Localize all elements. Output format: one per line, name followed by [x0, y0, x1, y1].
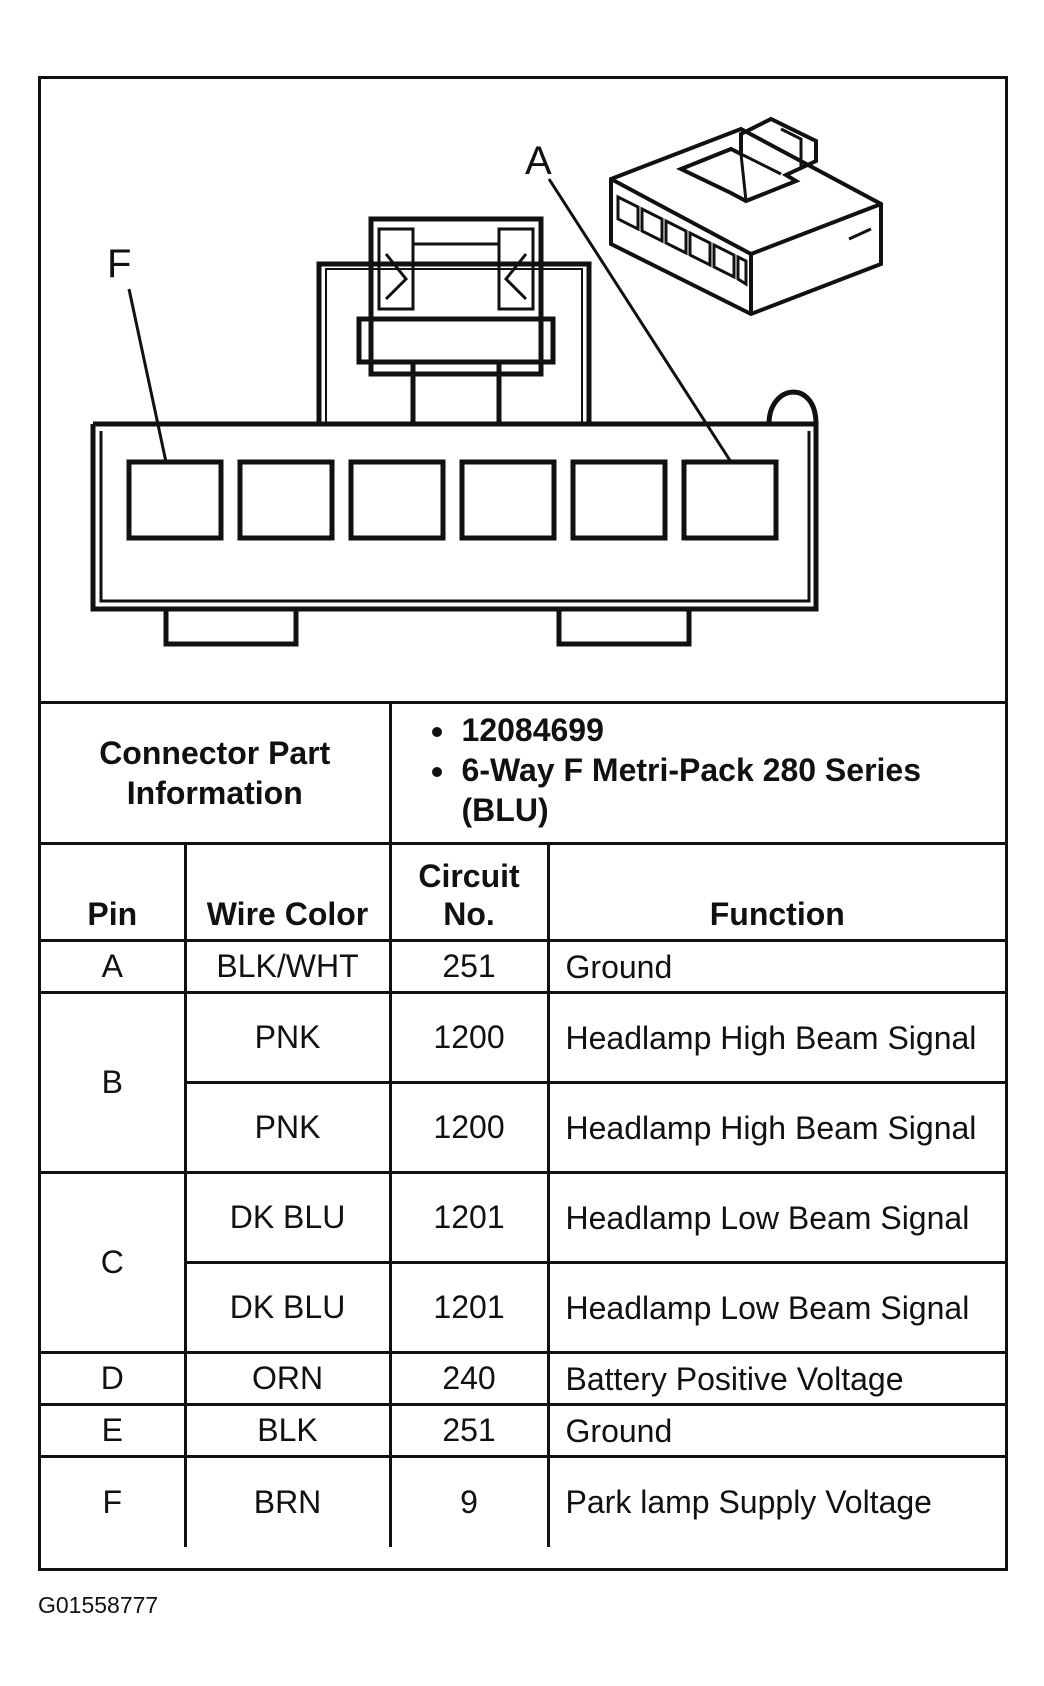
wire-color-cell: BLK: [183, 1403, 392, 1458]
connector-info-row: Connector Part Information 12084699 6-Wa…: [41, 701, 1006, 845]
pinout-table: Connector Part Information 12084699 6-Wa…: [41, 701, 1006, 1547]
col-header-wire-color: Wire Color: [183, 842, 392, 942]
table-row: B PNK 1200 Headlamp High Beam Signal: [41, 991, 1006, 1174]
callout-label-f: F: [107, 242, 131, 286]
callout-line-a: [547, 178, 733, 463]
pin-cell: F: [41, 1455, 187, 1547]
pin-cell: B: [41, 991, 187, 1174]
function-cell: Headlamp Low Beam Signal: [546, 1261, 1006, 1354]
callout-label-a: A: [525, 139, 552, 183]
connector-info-list: 12084699 6-Way F Metri-Pack 280 Series (…: [388, 701, 1006, 845]
function-cell: Headlamp High Beam Signal: [546, 1081, 1006, 1174]
connector-frame: F A: [38, 76, 1008, 1571]
connector-diagram: F A: [41, 79, 1005, 699]
circuit-cell: 240: [388, 1351, 550, 1406]
col-header-pin: Pin: [41, 842, 187, 942]
table-row: D ORN 240 Battery Positive Voltage: [41, 1351, 1006, 1406]
connector-front-view: [90, 216, 819, 647]
circuit-cell: 251: [388, 939, 550, 994]
wire-color-cell: PNK: [183, 991, 392, 1084]
callout-line-f: [127, 288, 168, 463]
circuit-cell: 9: [388, 1455, 550, 1547]
function-cell: Battery Positive Voltage: [546, 1351, 1006, 1406]
function-cell: Headlamp Low Beam Signal: [546, 1171, 1006, 1264]
table-row: DK BLU 1201 Headlamp Low Beam Signal: [41, 1261, 1006, 1354]
column-header-row: Pin Wire Color Circuit No. Function: [41, 842, 1006, 942]
wire-color-cell: DK BLU: [183, 1171, 392, 1264]
table-row: F BRN 9 Park lamp Supply Voltage: [41, 1455, 1006, 1547]
col-header-function: Function: [546, 842, 1006, 942]
figure-code: G01558777: [38, 1592, 159, 1618]
pin-cell: A: [41, 939, 187, 994]
connector-isometric-view: [609, 116, 883, 317]
col-header-circuit: Circuit No.: [388, 842, 550, 942]
function-cell: Headlamp High Beam Signal: [546, 991, 1006, 1084]
function-cell: Park lamp Supply Voltage: [546, 1455, 1006, 1547]
table-row: C DK BLU 1201 Headlamp Low Beam Signal: [41, 1171, 1006, 1354]
wire-color-cell: ORN: [183, 1351, 392, 1406]
wire-color-cell: DK BLU: [185, 1261, 392, 1354]
wire-color-cell: BLK/WHT: [183, 939, 392, 994]
circuit-cell: 1200: [388, 991, 550, 1084]
table-row: PNK 1200 Headlamp High Beam Signal: [41, 1081, 1006, 1174]
function-cell: Ground: [546, 939, 1006, 994]
table-row: A BLK/WHT 251 Ground: [41, 939, 1006, 994]
circuit-cell: 251: [388, 1403, 550, 1458]
circuit-cell: 1201: [388, 1261, 550, 1354]
circuit-cell: 1200: [388, 1081, 550, 1174]
connector-part-number: 12084699: [458, 710, 998, 750]
circuit-cell: 1201: [388, 1171, 550, 1264]
function-cell: Ground: [546, 1403, 1006, 1458]
pin-cell: C: [41, 1171, 187, 1354]
wire-color-cell: PNK: [185, 1081, 392, 1174]
pin-cell: D: [41, 1351, 187, 1406]
pin-cell: E: [41, 1403, 187, 1458]
connector-description: 6-Way F Metri-Pack 280 Series (BLU): [458, 750, 998, 830]
connector-info-label: Connector Part Information: [41, 701, 392, 845]
wire-color-cell: BRN: [183, 1455, 392, 1547]
table-row: E BLK 251 Ground: [41, 1403, 1006, 1458]
